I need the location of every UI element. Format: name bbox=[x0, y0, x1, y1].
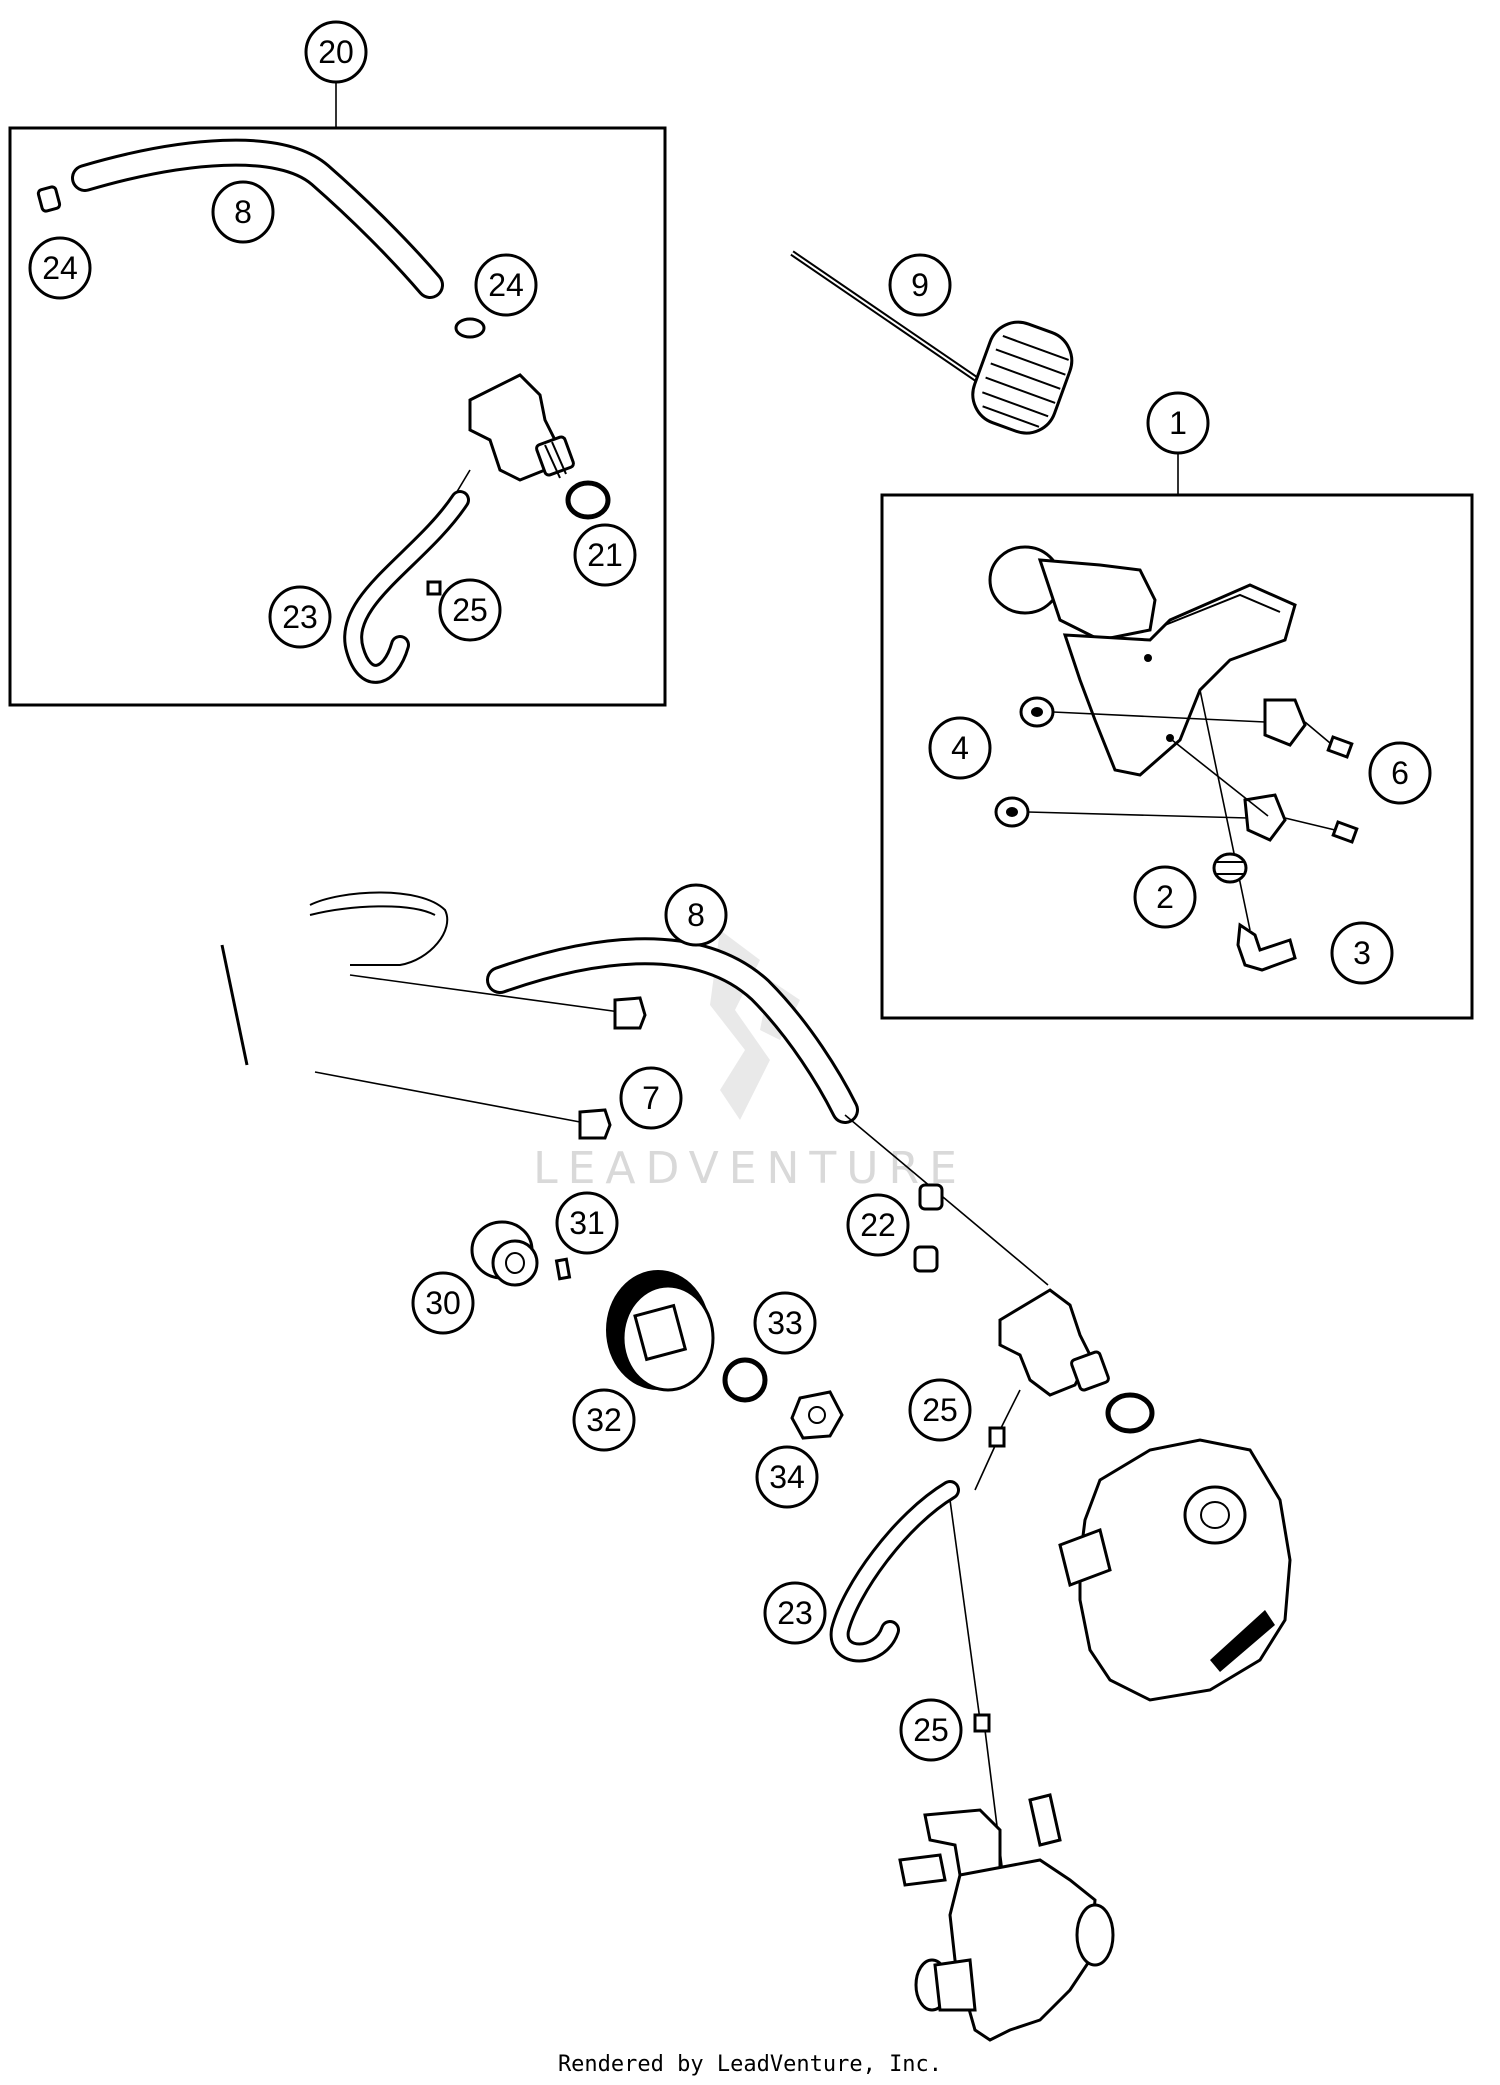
callout-7: 7 bbox=[619, 1066, 683, 1130]
callout-20: 20 bbox=[304, 20, 368, 84]
callout-21-label: 21 bbox=[587, 537, 623, 573]
footer-credit: Rendered by LeadVenture, Inc. bbox=[557, 2052, 943, 2077]
callout-25-label: 25 bbox=[913, 1712, 949, 1748]
callout-1-label: 1 bbox=[1169, 405, 1187, 441]
callout-4: 4 bbox=[928, 716, 992, 780]
callout-4-label: 4 bbox=[951, 730, 969, 766]
callout-34: 34 bbox=[755, 1445, 819, 1509]
callout-32: 32 bbox=[572, 1388, 636, 1452]
main-assembly-parts bbox=[220, 891, 1292, 2042]
callout-8: 8 bbox=[664, 883, 728, 947]
callout-22: 22 bbox=[846, 1193, 910, 1257]
callout-30-label: 30 bbox=[425, 1285, 461, 1321]
callout-23: 23 bbox=[763, 1581, 827, 1645]
callout-1: 1 bbox=[1146, 391, 1210, 455]
callout-32-label: 32 bbox=[586, 1402, 622, 1438]
watermark-text: LEADVENTURE bbox=[533, 1143, 967, 1194]
callout-9: 9 bbox=[888, 253, 952, 317]
kit-1-frame bbox=[880, 493, 1474, 1020]
callout-34-label: 34 bbox=[769, 1459, 805, 1495]
callout-23-label: 23 bbox=[282, 599, 318, 635]
callout-2-label: 2 bbox=[1156, 879, 1174, 915]
callout-8: 8 bbox=[211, 180, 275, 244]
callout-25: 25 bbox=[908, 1378, 972, 1442]
callout-21: 21 bbox=[573, 523, 637, 587]
callout-8-label: 8 bbox=[234, 194, 252, 230]
callout-2: 2 bbox=[1133, 865, 1197, 929]
kit-20-parts bbox=[36, 138, 611, 684]
callout-7-label: 7 bbox=[642, 1080, 660, 1116]
callout-25-label: 25 bbox=[452, 592, 488, 628]
callout-3-label: 3 bbox=[1353, 935, 1371, 971]
callout-6: 6 bbox=[1368, 741, 1432, 805]
callout-31-label: 31 bbox=[569, 1205, 605, 1241]
callout-24-label: 24 bbox=[488, 267, 524, 303]
callout-6-label: 6 bbox=[1391, 755, 1409, 791]
callout-30: 30 bbox=[411, 1271, 475, 1335]
callout-23-label: 23 bbox=[777, 1595, 813, 1631]
callout-24: 24 bbox=[28, 236, 92, 300]
callout-3: 3 bbox=[1330, 921, 1394, 985]
callout-20-label: 20 bbox=[318, 34, 354, 70]
callout-33-label: 33 bbox=[767, 1305, 803, 1341]
callout-9-label: 9 bbox=[911, 267, 929, 303]
callout-23: 23 bbox=[268, 585, 332, 649]
callout-24-label: 24 bbox=[42, 250, 78, 286]
callout-25: 25 bbox=[899, 1698, 963, 1762]
oil-cap-dipstick bbox=[790, 250, 1074, 435]
callout-33: 33 bbox=[753, 1291, 817, 1355]
callout-22-label: 22 bbox=[860, 1207, 896, 1243]
callout-8-label: 8 bbox=[687, 897, 705, 933]
callout-25-label: 25 bbox=[922, 1392, 958, 1428]
callout-31: 31 bbox=[555, 1191, 619, 1255]
kit-1-parts bbox=[988, 545, 1359, 972]
callout-25: 25 bbox=[438, 578, 502, 642]
kit-20-frame bbox=[8, 126, 667, 707]
callout-24: 24 bbox=[474, 253, 538, 317]
